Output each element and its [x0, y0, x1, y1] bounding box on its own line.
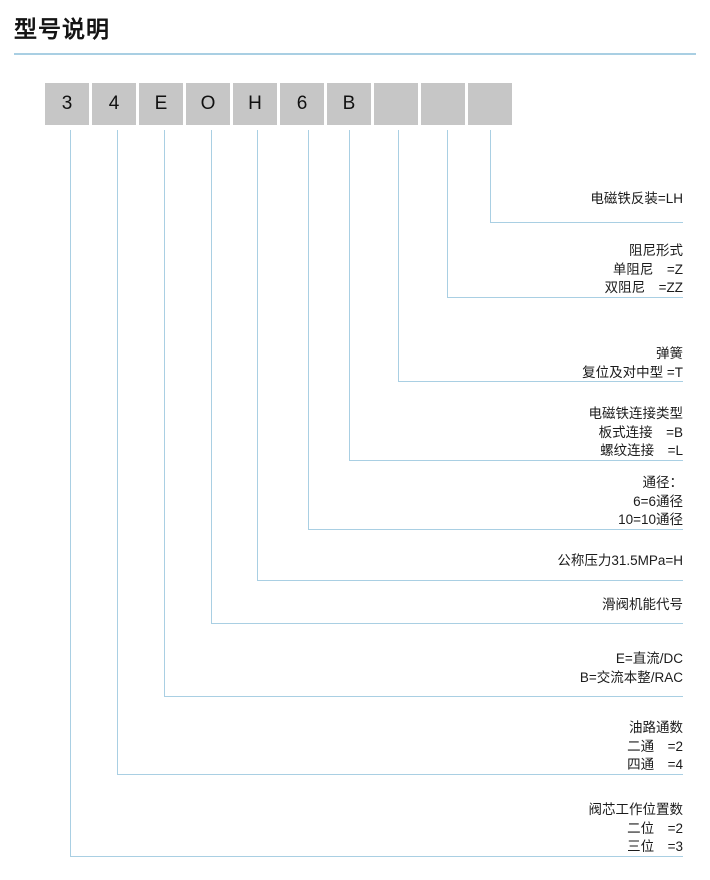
- desc-nominal-pressure: 公称压力31.5MPa=H: [557, 552, 683, 571]
- desc-line: B=交流本整/RAC: [579, 669, 683, 685]
- desc-power-supply-type: E=直流/DC B=交流本整/RAC: [580, 650, 683, 687]
- desc-oil-port-count: 油路通数 二通 =2 四通 =4: [627, 719, 683, 775]
- code-box[interactable]: 4: [92, 83, 136, 125]
- desc-bore-size: 通径： 6=6通径 10=10通径: [618, 474, 683, 530]
- desc-line: 二位 =2: [627, 820, 683, 836]
- leader-line-spool-position-count: [70, 130, 683, 857]
- desc-line: 电磁铁连接类型: [588, 406, 684, 421]
- desc-line: 四通 =4: [627, 757, 683, 772]
- desc-solenoid-reverse-mount: 电磁铁反装=LH: [590, 190, 683, 209]
- desc-line: 螺纹连接 =L: [600, 443, 683, 458]
- model-code-strip: 3 4 E O H 6 B: [45, 83, 512, 125]
- code-box[interactable]: 6: [280, 83, 324, 125]
- desc-line: 通径：: [642, 475, 684, 490]
- leader-line-solenoid-reverse-mount: [490, 130, 683, 223]
- desc-line: 弹簧: [656, 346, 683, 361]
- code-box[interactable]: [374, 83, 418, 125]
- desc-solenoid-connection-type: 电磁铁连接类型 板式连接 =B 螺纹连接 =L: [589, 405, 684, 461]
- code-box[interactable]: [468, 83, 512, 125]
- code-box[interactable]: O: [186, 83, 230, 125]
- code-box[interactable]: H: [233, 83, 277, 125]
- desc-line: 阻尼形式: [629, 243, 683, 258]
- code-box[interactable]: 3: [45, 83, 89, 125]
- desc-spool-function-code: 滑阀机能代号: [602, 596, 683, 615]
- desc-line: 二通 =2: [627, 738, 683, 754]
- desc-line: 滑阀机能代号: [602, 597, 683, 612]
- desc-damping-type: 阻尼形式 单阻尼 =Z 双阻尼 =ZZ: [605, 242, 683, 298]
- code-box[interactable]: B: [327, 83, 371, 125]
- code-box[interactable]: [421, 83, 465, 125]
- desc-line: 复位及对中型 =T: [582, 364, 683, 380]
- desc-line: 油路通数: [629, 720, 683, 735]
- desc-line: 6=6通径: [633, 493, 683, 509]
- desc-line: 板式连接 =B: [598, 424, 683, 440]
- code-box[interactable]: E: [139, 83, 183, 125]
- title-divider: [14, 53, 696, 55]
- desc-spool-position-count: 阀芯工作位置数 二位 =2 三位 =3: [589, 801, 684, 857]
- desc-line: 单阻尼 =Z: [612, 261, 683, 277]
- desc-line: 公称压力31.5MPa=H: [557, 553, 683, 568]
- desc-line: 10=10通径: [618, 512, 683, 527]
- page-title: 型号说明: [14, 16, 110, 42]
- desc-line: 电磁铁反装=LH: [590, 191, 683, 206]
- desc-line: 三位 =3: [627, 839, 683, 854]
- desc-line: E=直流/DC: [615, 651, 683, 666]
- desc-spring-type: 弹簧 复位及对中型 =T: [582, 345, 683, 382]
- desc-line: 双阻尼 =ZZ: [604, 280, 683, 295]
- desc-line: 阀芯工作位置数: [588, 802, 684, 817]
